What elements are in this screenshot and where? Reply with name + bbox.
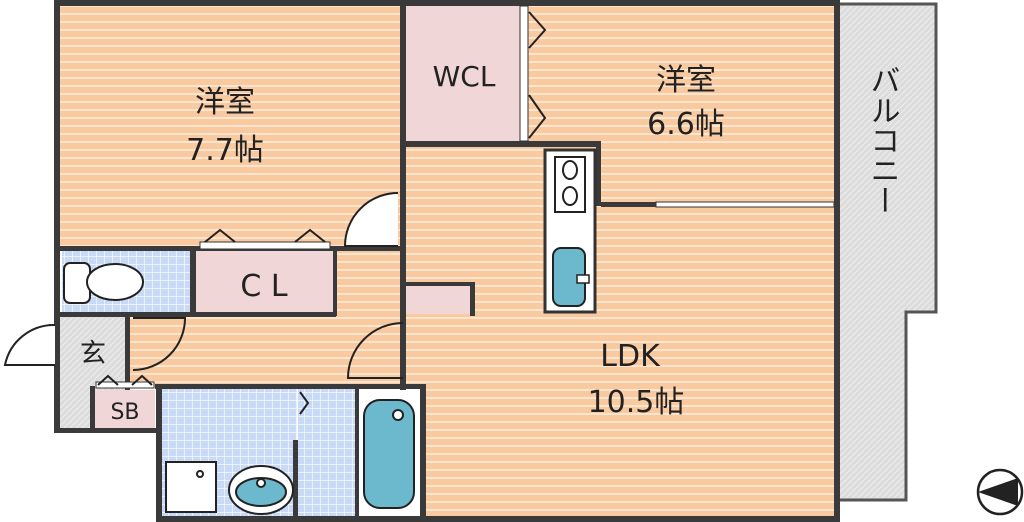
bath-door <box>299 391 310 415</box>
hallway-floor <box>130 313 405 387</box>
cl-fold-door <box>204 228 326 243</box>
room-b-size: 6.6帖 <box>647 107 725 142</box>
wcl-room <box>406 5 526 143</box>
cl-closet <box>196 250 333 312</box>
sb-fold-door <box>97 374 153 386</box>
entrance-door <box>3 323 56 366</box>
ldk-name: LDK <box>600 339 661 374</box>
genkan-label: 玄 <box>80 339 106 369</box>
washing-machine-icon <box>165 461 217 513</box>
doors <box>3 11 547 415</box>
toilet-icon <box>63 262 144 304</box>
cl-label: C L <box>240 269 287 304</box>
sb-storage <box>95 390 155 428</box>
sb-label: SB <box>110 400 139 425</box>
stove-icon <box>554 156 586 213</box>
kitchen-counter <box>543 148 597 314</box>
ldk-floor <box>406 205 835 517</box>
balcony-label: バルコニー <box>865 65 900 215</box>
balcony: バルコニー <box>836 2 938 502</box>
walls <box>54 0 840 522</box>
room-a-size: 7.7帖 <box>186 133 264 168</box>
bath-area <box>298 389 358 517</box>
bathtub-icon <box>363 399 415 509</box>
north-compass-icon <box>976 468 1024 516</box>
room-a-door <box>343 192 399 247</box>
pantry-box <box>406 284 470 314</box>
ldk-door <box>346 322 404 379</box>
wash-basin-icon <box>228 465 294 515</box>
ldk-size: 10.5帖 <box>588 385 685 420</box>
western-room-a <box>60 5 403 248</box>
wcl-fold-door <box>528 11 547 139</box>
room-b-name: 洋室 <box>656 63 716 98</box>
hallway-upper <box>336 248 405 314</box>
room-a-name: 洋室 <box>195 85 255 120</box>
hall-door <box>132 317 187 371</box>
wcl-label: WCL <box>433 60 496 93</box>
